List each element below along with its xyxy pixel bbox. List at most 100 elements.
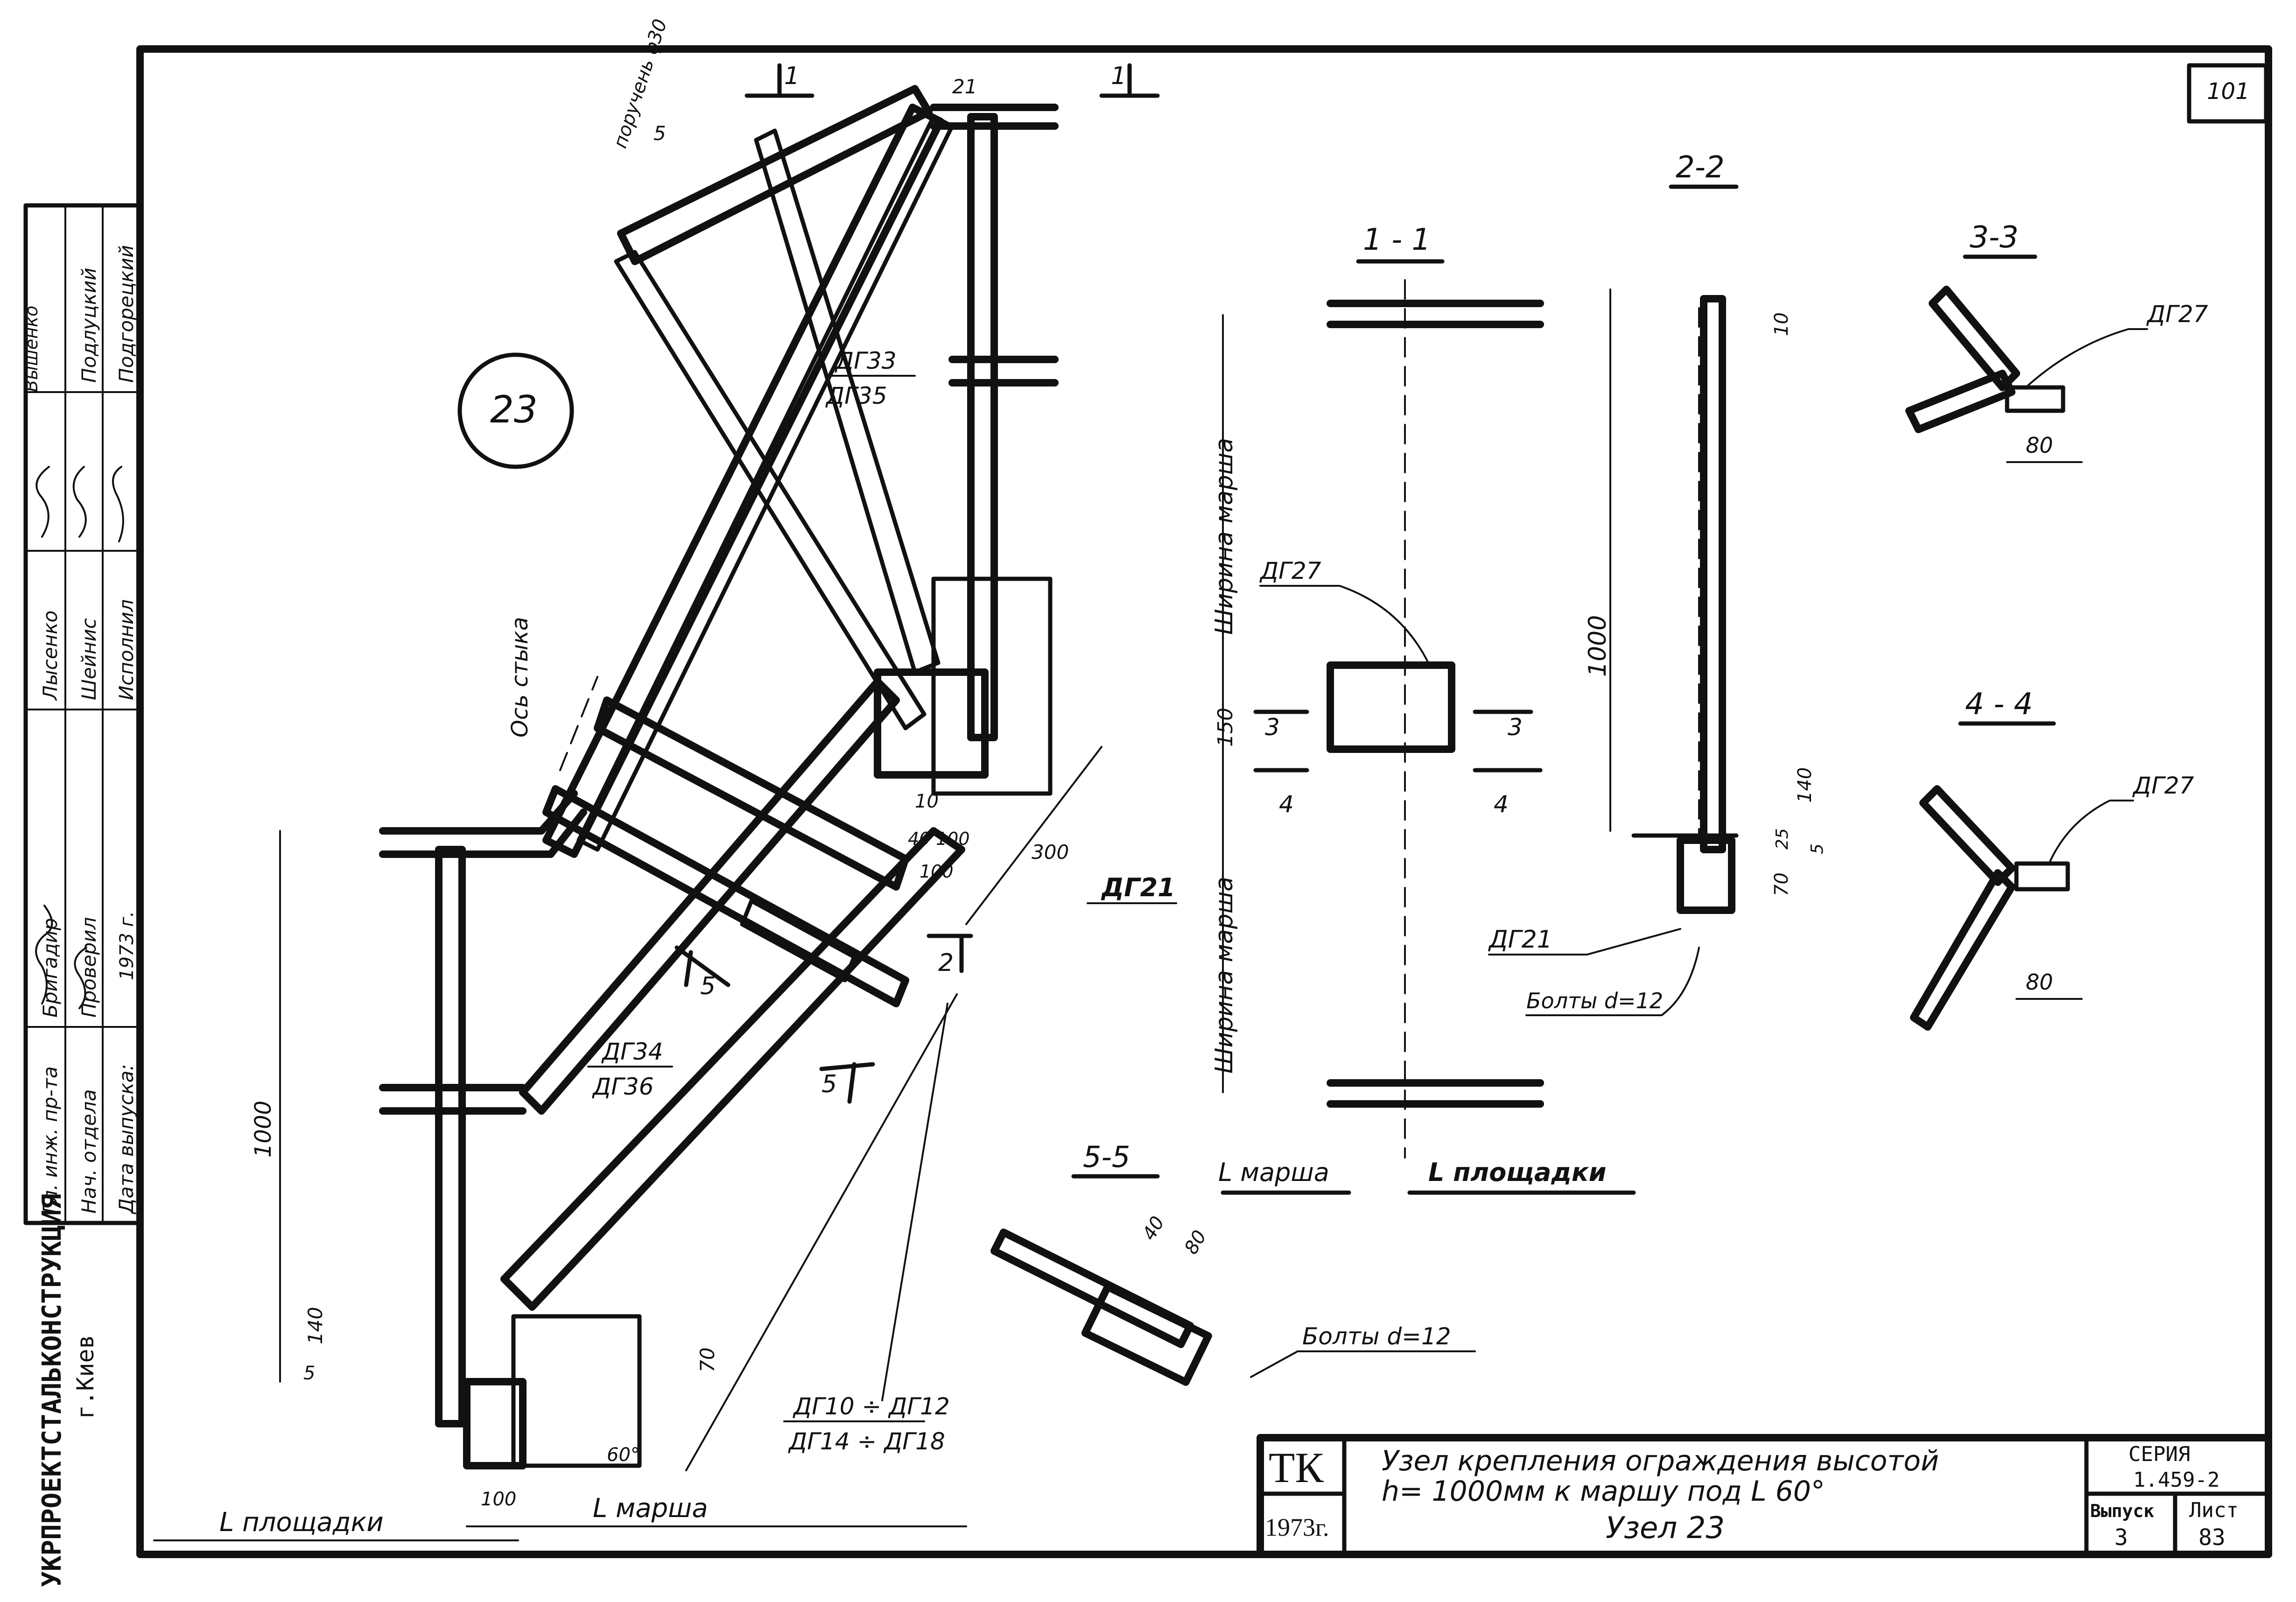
stamp-name-3: Подлуцкий: [77, 267, 100, 383]
label-dg33: ДГ33: [835, 347, 897, 374]
section-2-2-bolts: Болты d=12: [1526, 988, 1663, 1013]
stamp-name-5: Вышенко: [21, 306, 42, 392]
signature-2: [74, 947, 87, 1009]
mid-landing-rail: [948, 356, 1059, 386]
dim-40: 40: [908, 829, 930, 849]
label-dg21-main: ДГ21: [1101, 873, 1175, 902]
section-3-3-title: 3-3: [1970, 220, 2019, 255]
dim-angle-60: 60°: [607, 1444, 640, 1466]
stamp-org: УКРПРОЕКТСТАЛЬКОНСТРУКЦИЯ: [37, 1194, 67, 1587]
stamp-name-6: 1973 г.: [116, 911, 138, 980]
tb-series-label: СЕРИЯ: [2128, 1442, 2190, 1466]
label-l-platform-main: L площадки: [219, 1507, 384, 1538]
section-mark-5b: 5: [822, 1070, 837, 1098]
tb-code: ТК: [1269, 1444, 1324, 1491]
tb-sheet-value: 83: [2198, 1525, 2226, 1551]
section-1-1-l-flight: L марша: [1218, 1158, 1329, 1187]
section-4-4-dim80: 80: [2026, 970, 2053, 995]
bottom-rail: [379, 1084, 527, 1115]
tb-issue-value: 3: [2114, 1525, 2128, 1551]
section-1-1-label: ДГ27: [1259, 557, 1321, 584]
stamp-city: г.Киев: [72, 1335, 99, 1419]
stamp-role-5: Исполнил: [115, 599, 138, 700]
dim-100-c: 100: [481, 1489, 516, 1510]
stamp-name-1: Лысенко: [39, 611, 62, 701]
dim-300: 300: [1032, 841, 1069, 864]
section-4-4: 4 - 4 ДГ27 80: [1910, 687, 2194, 1031]
section-2-2-dim140: 140: [1794, 767, 1816, 803]
label-dg14-18: ДГ14 ÷ ДГ18: [788, 1428, 945, 1455]
section-2-2-post: [1700, 295, 1726, 853]
section-3-3: 3-3 ДГ27 80: [1905, 220, 2208, 463]
label-dg36: ДГ36: [592, 1073, 654, 1100]
signature-3: [35, 466, 50, 538]
section-1-1-mark3b: 3: [1508, 714, 1523, 741]
page-number: 101: [2207, 78, 2250, 105]
section-1-1-dim150: 150: [1214, 708, 1237, 747]
section-1-1-width-upper: Ширина марша: [1210, 438, 1238, 635]
upper-post: [967, 113, 998, 741]
tb-issue-label: Выпуск: [2090, 1501, 2154, 1521]
baluster-3: [740, 899, 857, 983]
tb-title-3: Узел 23: [1606, 1511, 1725, 1546]
signature-5: [112, 466, 124, 542]
tb-title-2: h= 1000мм к маршу под L 60°: [1382, 1475, 1825, 1508]
main-view: 23 1: [153, 16, 1177, 1541]
base-plate: [463, 1378, 527, 1469]
base-bracket: [511, 1314, 642, 1468]
dim-140-main: 140: [304, 1307, 327, 1344]
stamp-name-4: Подгорецкий: [115, 245, 138, 383]
section-4-4-title: 4 - 4: [1965, 687, 2033, 722]
section-2-2-dim1000: 1000: [1584, 615, 1612, 677]
tb-series-value: 1.459-2: [2133, 1468, 2219, 1492]
section-mark-1-top-right: [1099, 63, 1160, 98]
dim-1000-main: 1000: [250, 1101, 276, 1158]
section-2-2: 2-2 1000 10 140 25 5 70 ДГ21 Болты d=12: [1488, 150, 1827, 1016]
section-1-1-title: 1 - 1: [1363, 223, 1431, 257]
section-1-1: 1 - 1 Ширина марша Ширина марша 150 ДГ27…: [1210, 223, 1636, 1195]
signature-4: [72, 466, 87, 538]
section-2-2-title: 2-2: [1676, 150, 1725, 185]
stamp-role-2: Нач. отдела: [77, 1089, 100, 1214]
stamp-role-4: Проверил: [77, 917, 100, 1018]
section-1-1-bracket: [1327, 661, 1455, 753]
stamp-role-6: Дата выпуска:: [115, 1064, 138, 1215]
section-2-2-base: [1677, 836, 1735, 914]
section-5-5-bolts: Болты d=12: [1302, 1323, 1451, 1350]
section-2-2-dim70: 70: [1771, 872, 1792, 896]
dim-line-300: [965, 746, 1102, 925]
stringer: [500, 827, 965, 1311]
section-mark-5-right: [819, 1062, 875, 1104]
section-3-3-label: ДГ27: [2146, 301, 2208, 328]
baluster-1: [594, 696, 909, 891]
axis-line-2: [881, 1003, 948, 1401]
section-5-5-dim80: 80: [1180, 1227, 1211, 1258]
lower-diagonal: [519, 678, 900, 1115]
stamp-name-2: Шейнис: [77, 618, 100, 700]
top-landing-rail: [930, 104, 1059, 130]
section-1-1-l-platform: L площадки: [1428, 1158, 1606, 1187]
section-2-2-dim10: 10: [1771, 312, 1792, 336]
section-mark-1a: 1: [784, 62, 800, 90]
section-2-2-dim5: 5: [1808, 843, 1827, 854]
dim-100-b: 100: [920, 861, 954, 882]
signature-1: [35, 905, 53, 1005]
dim-5-top: 5: [653, 122, 666, 145]
section-mark-2-label: 2: [938, 949, 954, 977]
section-5-5-dim40: 40: [1138, 1213, 1169, 1244]
label-dg35: ДГ35: [825, 382, 887, 409]
dim-100-a: 100: [936, 829, 970, 849]
dim-line-slope: [685, 993, 958, 1471]
label-l-flight-main: L марша: [593, 1493, 708, 1524]
node-badge-circle: [457, 352, 574, 469]
section-2-2-dim25: 25: [1773, 828, 1792, 850]
node-badge-label: 23: [490, 388, 538, 431]
side-stamp: Гл. инж. пр-та Лысенко Бригадир Нач. отд…: [21, 203, 142, 1587]
stamp-role-1: Гл. инж. пр-та: [39, 1066, 62, 1214]
title-block: ТК 1973г. Узел крепления ограждения высо…: [1257, 1434, 2272, 1558]
section-1-1-mark3a: 3: [1265, 714, 1280, 741]
section-1-1-width-lower: Ширина марша: [1210, 877, 1238, 1074]
tb-sheet-label: Лист: [2189, 1498, 2239, 1522]
upper-node-bracket: [931, 576, 1053, 796]
